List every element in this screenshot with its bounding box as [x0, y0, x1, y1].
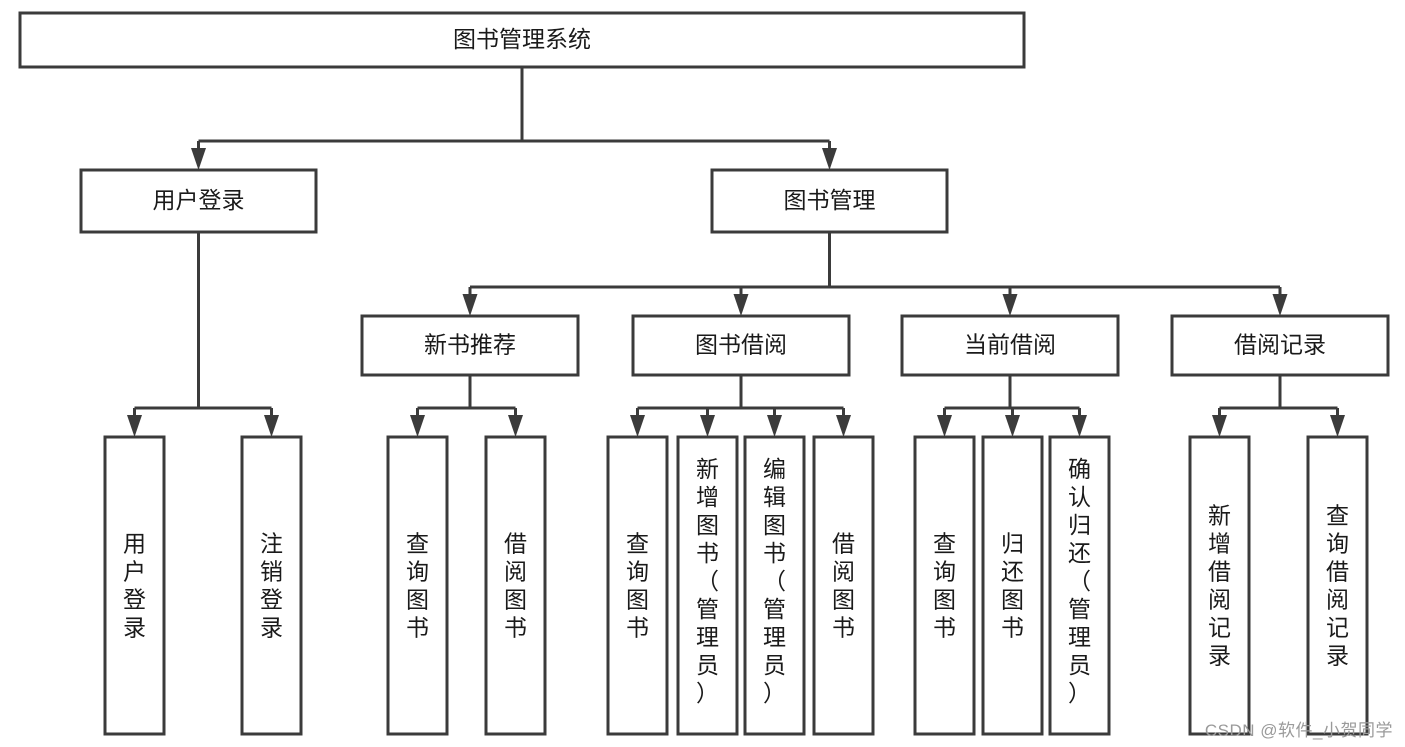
node-label: 新增借阅记录: [1208, 502, 1231, 668]
node-l-bb-borrow[interactable]: 借阅图书: [812, 435, 875, 736]
node-box: [1306, 435, 1369, 736]
node-l-nb-borrow[interactable]: 借阅图书: [484, 435, 547, 736]
node-label: 借阅图书: [832, 530, 855, 640]
arrow-head-icon: [733, 294, 749, 316]
node-box: [79, 168, 318, 234]
node-box: [18, 11, 1026, 69]
arrow-head-icon: [508, 415, 523, 437]
node-box: [103, 435, 166, 736]
node-label: 图书管理: [784, 187, 876, 213]
arrow-head-icon: [1072, 415, 1087, 437]
node-layer: 图书管理系统用户登录图书管理新书推荐图书借阅当前借阅借阅记录用户登录注销登录查询…: [18, 11, 1390, 736]
node-label: 归还图书: [1001, 530, 1024, 640]
node-label: 查询借阅记录: [1326, 502, 1349, 668]
node-l-bb-query[interactable]: 查询图书: [606, 435, 669, 736]
node-box: [1170, 314, 1390, 377]
node-box: [1048, 435, 1111, 736]
node-label: 图书管理系统: [453, 26, 591, 52]
node-label: 用户登录: [123, 530, 146, 640]
node-n-user-login[interactable]: 用户登录: [79, 168, 318, 234]
node-n-new-books[interactable]: 新书推荐: [360, 314, 580, 377]
arrow-head-icon: [1330, 415, 1345, 437]
node-l-cur-confirm[interactable]: 确认归还（管理员）: [1048, 435, 1111, 736]
node-l-bb-add[interactable]: 新增图书（管理员）: [676, 435, 739, 736]
node-box: [240, 435, 303, 736]
node-box: [386, 435, 449, 736]
node-label: 图书借阅: [695, 332, 787, 358]
arrow-head-icon: [630, 415, 645, 437]
arrow-head-icon: [462, 294, 478, 316]
node-l-nb-query[interactable]: 查询图书: [386, 435, 449, 736]
node-n-current[interactable]: 当前借阅: [900, 314, 1120, 377]
node-n-book-mgmt[interactable]: 图书管理: [710, 168, 949, 234]
arrow-head-icon: [1002, 294, 1018, 316]
node-label: 借阅图书: [504, 530, 527, 640]
node-box: [360, 314, 580, 377]
node-box: [1188, 435, 1251, 736]
node-label: 查询图书: [626, 530, 649, 640]
node-l-bb-edit[interactable]: 编辑图书（管理员）: [743, 435, 806, 736]
node-root[interactable]: 图书管理系统: [18, 11, 1026, 69]
node-label: 新书推荐: [424, 332, 516, 358]
node-l-user-logout[interactable]: 注销登录: [240, 435, 303, 736]
node-label: 编辑图书（管理员）: [763, 456, 786, 706]
node-label: 新增图书（管理员）: [696, 456, 719, 706]
arrow-head-icon: [1272, 294, 1288, 316]
arrow-head-icon: [700, 415, 715, 437]
node-n-borrow[interactable]: 图书借阅: [631, 314, 851, 377]
connector-layer: [127, 67, 1345, 437]
arrow-head-icon: [410, 415, 425, 437]
node-box: [981, 435, 1044, 736]
node-n-records[interactable]: 借阅记录: [1170, 314, 1390, 377]
arrow-head-icon: [191, 148, 206, 170]
node-box: [710, 168, 949, 234]
node-label: 注销登录: [260, 530, 283, 640]
node-box: [606, 435, 669, 736]
node-box: [743, 435, 806, 736]
node-box: [484, 435, 547, 736]
node-box: [631, 314, 851, 377]
node-box: [900, 314, 1120, 377]
node-box: [676, 435, 739, 736]
node-l-cur-return[interactable]: 归还图书: [981, 435, 1044, 736]
arrow-head-icon: [1005, 415, 1020, 437]
node-l-rec-add[interactable]: 新增借阅记录: [1188, 435, 1251, 736]
node-label: 查询图书: [406, 530, 429, 640]
node-l-user-login[interactable]: 用户登录: [103, 435, 166, 736]
node-box: [913, 435, 976, 736]
node-l-rec-query[interactable]: 查询借阅记录: [1306, 435, 1369, 736]
arrow-head-icon: [767, 415, 782, 437]
arrow-head-icon: [937, 415, 952, 437]
node-box: [812, 435, 875, 736]
arrow-head-icon: [264, 415, 279, 437]
node-label: 借阅记录: [1234, 332, 1326, 358]
node-label: 当前借阅: [964, 332, 1056, 358]
node-l-cur-query[interactable]: 查询图书: [913, 435, 976, 736]
arrow-head-icon: [127, 415, 142, 437]
arrow-head-icon: [822, 148, 837, 170]
node-label: 用户登录: [153, 187, 245, 213]
node-label: 查询图书: [933, 530, 956, 640]
node-label: 确认归还（管理员）: [1068, 456, 1091, 706]
arrow-head-icon: [1212, 415, 1227, 437]
arrow-head-icon: [836, 415, 851, 437]
